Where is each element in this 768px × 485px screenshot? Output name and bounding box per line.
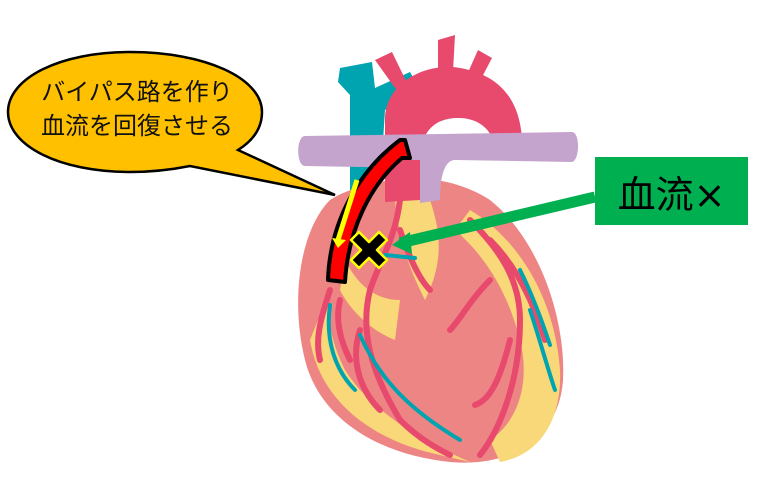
no-blood-flow-label: 血流× bbox=[595, 157, 748, 225]
callout-bubble bbox=[6, 50, 336, 197]
bypass-graft bbox=[326, 138, 412, 284]
coronary-arteries bbox=[315, 197, 548, 458]
aorta-branches bbox=[375, 52, 408, 95]
fat-mid bbox=[395, 200, 439, 300]
pulmonary-artery bbox=[298, 132, 578, 203]
coronary-veins bbox=[326, 253, 557, 442]
callout-line-1: バイパス路を作り bbox=[41, 78, 233, 106]
blockage-x-icon bbox=[349, 230, 389, 270]
callout-text: バイパス路を作り 血流を回復させる bbox=[22, 75, 252, 143]
callout-line-2: 血流を回復させる bbox=[41, 112, 233, 140]
pointer-arrow bbox=[392, 191, 597, 254]
bypass-flow-arrow bbox=[335, 179, 360, 241]
fat-right bbox=[455, 210, 561, 462]
aorta-root bbox=[385, 160, 420, 202]
